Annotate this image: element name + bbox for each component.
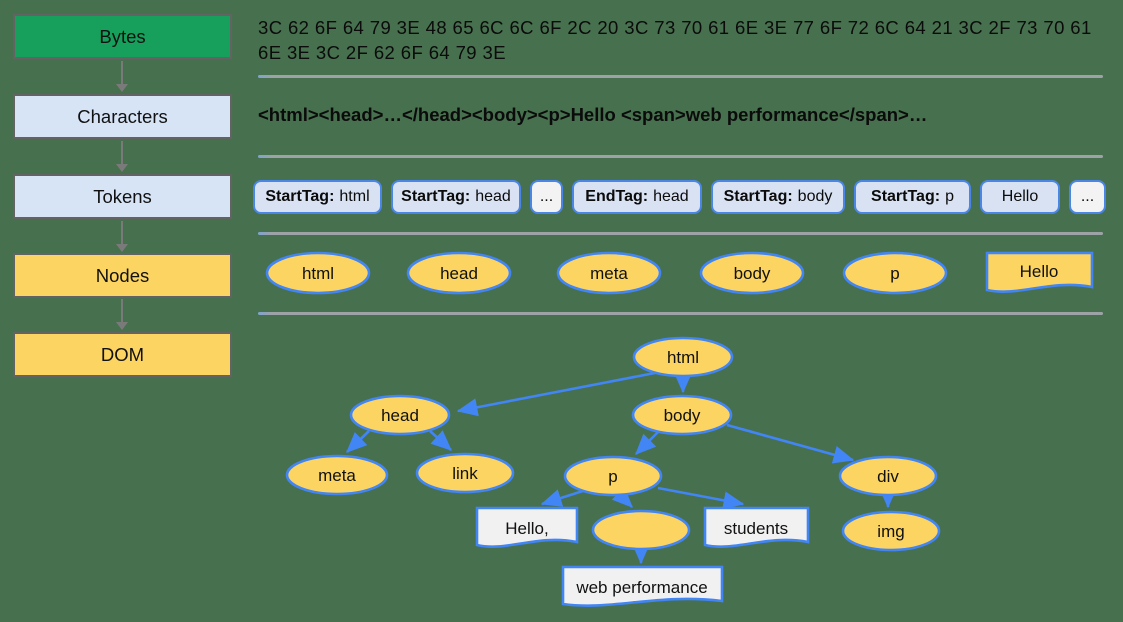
tree-node-span bbox=[591, 509, 691, 551]
token-ellipsis: ... bbox=[1069, 180, 1106, 214]
token-value: ... bbox=[539, 188, 554, 205]
token-type: StartTag: bbox=[401, 188, 471, 205]
token-starttag-p: StartTag: p bbox=[854, 180, 971, 214]
flow-arrow-line bbox=[121, 299, 123, 323]
tree-node-meta bbox=[285, 454, 389, 496]
token-value: body bbox=[797, 188, 833, 205]
tree-text-label: web performance bbox=[575, 578, 707, 597]
nodes-row-ellipse-head bbox=[406, 251, 512, 295]
row-divider bbox=[258, 155, 1103, 158]
token-type: StartTag: bbox=[871, 188, 941, 205]
bytes-hex-line-2: 6E 3E 3C 2F 62 6F 64 79 3E bbox=[258, 42, 506, 63]
node-label: html bbox=[302, 264, 334, 283]
stage-box-characters: Characters bbox=[13, 94, 232, 139]
token-type: StartTag: bbox=[265, 188, 335, 205]
token-type: StartTag: bbox=[723, 188, 793, 205]
flow-arrow-head-icon bbox=[116, 322, 128, 330]
tree-edge-p-hello bbox=[540, 488, 587, 507]
tree-node-div bbox=[838, 455, 938, 497]
flow-arrow-head-icon bbox=[116, 164, 128, 172]
tree-node-label: meta bbox=[318, 466, 356, 485]
row-divider bbox=[258, 312, 1103, 315]
stage-label: Bytes bbox=[99, 25, 146, 47]
stage-label: Tokens bbox=[93, 185, 152, 207]
token-value: head bbox=[475, 188, 511, 205]
flow-arrow-head-icon bbox=[116, 244, 128, 252]
nodes-row-ellipse-body bbox=[699, 251, 805, 295]
tree-node-html bbox=[632, 336, 734, 378]
tree-text-node-students bbox=[703, 506, 810, 548]
tokens-row: StartTag: html StartTag: head ... EndTag… bbox=[253, 180, 1106, 214]
tree-node-label: body bbox=[664, 406, 701, 425]
nodes-row-text-node-hello bbox=[985, 251, 1094, 293]
tree-node-label: img bbox=[877, 522, 904, 541]
node-label: body bbox=[734, 264, 771, 283]
tree-node-label: html bbox=[667, 348, 699, 367]
bytes-hex-line-1: 3C 62 6F 64 79 3E 48 65 6C 6C 6F 2C 20 3… bbox=[258, 17, 1092, 38]
stage-box-bytes: Bytes bbox=[13, 14, 232, 59]
tree-edge-html-head bbox=[456, 370, 661, 417]
tree-edge-body-div bbox=[726, 423, 855, 464]
stage-label: DOM bbox=[100, 343, 145, 365]
token-endtag-head: EndTag: head bbox=[572, 180, 702, 214]
stage-box-tokens: Tokens bbox=[13, 174, 232, 219]
characters-text: <html><head>…</head><body><p>Hello <span… bbox=[258, 104, 928, 125]
token-type: EndTag: bbox=[585, 188, 649, 205]
token-value: ... bbox=[1080, 188, 1095, 205]
token-value: p bbox=[945, 188, 954, 205]
token-starttag-html: StartTag: html bbox=[253, 180, 382, 214]
token-starttag-head: StartTag: head bbox=[391, 180, 521, 214]
tree-text-label: students bbox=[724, 519, 788, 538]
tree-edge-head-link bbox=[429, 430, 452, 451]
row-divider bbox=[258, 232, 1103, 235]
tree-node-label: link bbox=[452, 464, 478, 483]
node-label: Hello bbox=[1020, 262, 1059, 281]
flow-arrow-line bbox=[121, 61, 123, 85]
tree-node-label: div bbox=[877, 467, 899, 486]
tree-node-label: head bbox=[381, 406, 419, 425]
tree-node-link bbox=[415, 452, 515, 494]
token-value: html bbox=[339, 188, 370, 205]
flow-arrow-line bbox=[121, 141, 123, 165]
tree-edge-head-meta bbox=[346, 430, 370, 453]
nodes-row-ellipse-html bbox=[265, 251, 371, 295]
token-value: head bbox=[653, 188, 689, 205]
stage-label: Characters bbox=[77, 105, 168, 127]
flow-arrow-head-icon bbox=[116, 84, 128, 92]
tree-node-img bbox=[841, 510, 941, 552]
token-text-hello: Hello bbox=[980, 180, 1060, 214]
token-value: Hello bbox=[1001, 188, 1039, 205]
node-label: p bbox=[890, 264, 899, 283]
tree-node-p bbox=[563, 455, 663, 497]
node-label: meta bbox=[590, 264, 628, 283]
stage-box-nodes: Nodes bbox=[13, 253, 232, 298]
token-ellipsis: ... bbox=[530, 180, 563, 214]
node-label: head bbox=[440, 264, 478, 283]
tree-node-body bbox=[631, 394, 733, 436]
tree-text-node-webperf bbox=[561, 565, 724, 607]
nodes-row-ellipse-p bbox=[842, 251, 948, 295]
tree-edge-body-p bbox=[635, 430, 660, 455]
row-divider bbox=[258, 75, 1103, 78]
stage-box-dom: DOM bbox=[13, 332, 232, 377]
token-starttag-body: StartTag: body bbox=[711, 180, 845, 214]
tree-edge-p-students bbox=[657, 486, 745, 510]
nodes-row-ellipse-meta bbox=[556, 251, 662, 295]
tree-node-label: p bbox=[608, 467, 617, 486]
stage-label: Nodes bbox=[95, 264, 150, 286]
flow-arrow-line bbox=[121, 221, 123, 245]
tree-text-node-hello bbox=[475, 506, 579, 548]
tree-text-label: Hello, bbox=[505, 519, 548, 538]
tree-node-head bbox=[349, 394, 451, 436]
